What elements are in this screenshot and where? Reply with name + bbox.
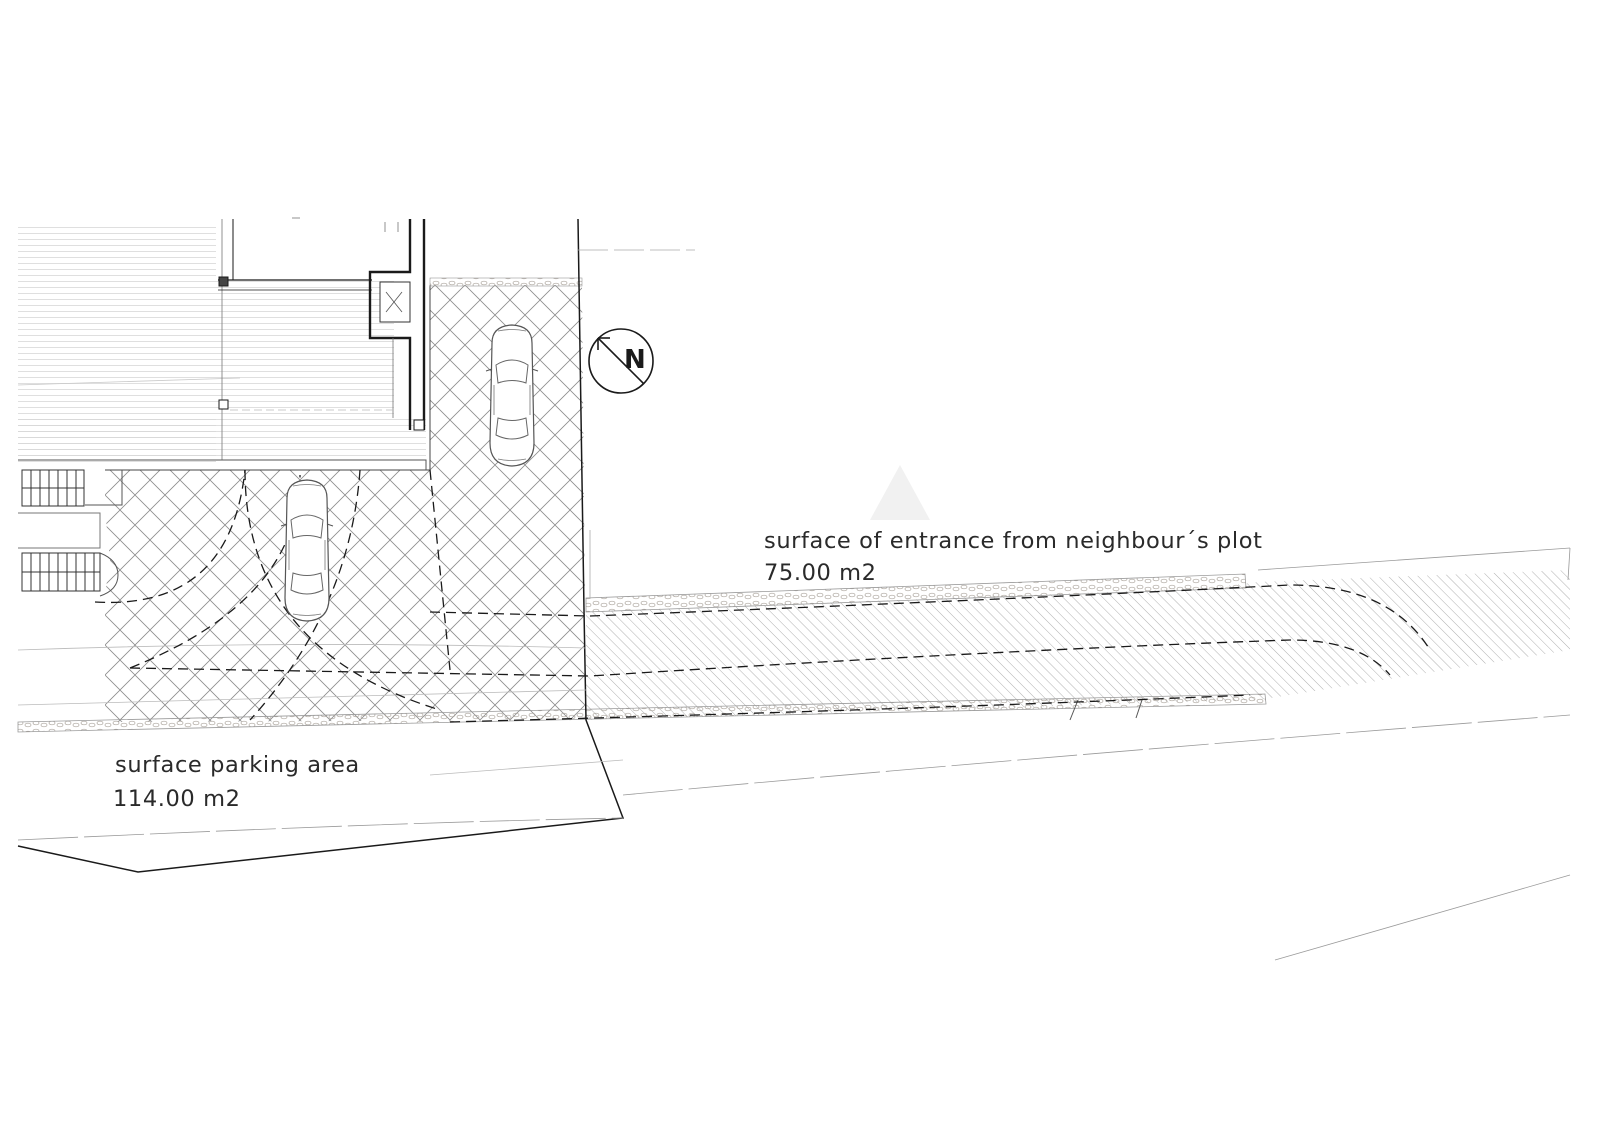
watermark-mark: [870, 465, 930, 520]
parking-surface-area: 114.00 m2: [113, 786, 241, 812]
parking-surface-title: surface parking area: [115, 752, 360, 778]
gravel-strip-upper: [585, 573, 1247, 613]
gravel-strip-lower: [17, 693, 1267, 733]
stairs-lower: [18, 512, 119, 597]
north-arrow-icon: N: [588, 328, 654, 394]
terrace: [17, 222, 426, 462]
building-walls: [18, 217, 427, 506]
entrance-surface-title: surface of entrance from neighbour´s plo…: [764, 528, 1263, 554]
gravel-strip-top: [429, 277, 583, 287]
north-arrow-letter: N: [624, 345, 646, 375]
car-left: [280, 479, 334, 622]
plot-boundary: [17, 218, 1571, 961]
car-right: [485, 324, 539, 467]
entrance-surface-area: 75.00 m2: [764, 560, 877, 586]
entrance-surface-hatch: [586, 570, 1570, 720]
stairs-upper: [21, 469, 85, 507]
